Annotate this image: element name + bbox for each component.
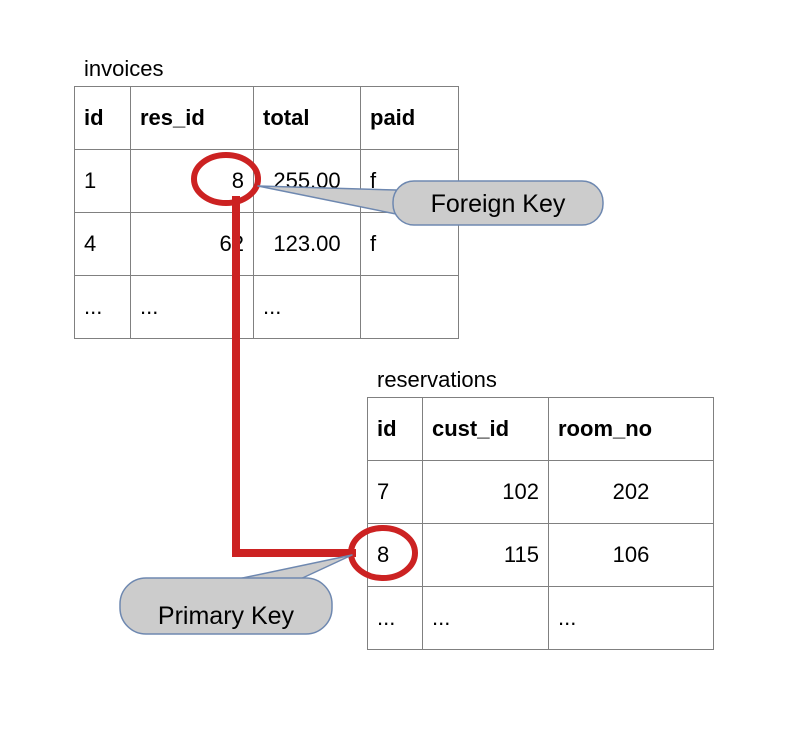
table-row: ... ... ... [367,586,714,650]
cell-reservations-room-no: ... [548,586,714,650]
primary-key-callout-label: Primary Key [158,602,295,630]
invoices-table-caption: invoices [84,56,164,81]
cell-invoices-id: 1 [74,149,131,213]
column-header-room-no: room_no [548,397,714,461]
cell-reservations-cust-id: 115 [422,523,549,587]
cell-invoices-paid: f [360,212,459,276]
cell-invoices-res-id: ... [130,275,254,339]
table-header-row: id res_id total paid [74,86,459,150]
invoices-table: id res_id total paid 1 8 255.00 f 4 62 1… [74,86,459,339]
cell-invoices-total: 123.00 [253,212,361,276]
cell-reservations-room-no: 202 [548,460,714,524]
cell-invoices-total: 255.00 [253,149,361,213]
column-header-res-id: res_id [130,86,254,150]
cell-reservations-id: 7 [367,460,423,524]
table-row: 4 62 123.00 f [74,212,459,276]
cell-invoices-id: ... [74,275,131,339]
column-header-cust-id: cust_id [422,397,549,461]
cell-invoices-res-id: 8 [130,149,254,213]
cell-reservations-cust-id: 102 [422,460,549,524]
table-row: 7 102 202 [367,460,714,524]
cell-reservations-id: ... [367,586,423,650]
primary-key-callout-tail [232,554,353,595]
cell-reservations-cust-id: ... [422,586,549,650]
table-row: 8 115 106 [367,523,714,587]
column-header-id: id [367,397,423,461]
cell-invoices-id: 4 [74,212,131,276]
cell-reservations-id: 8 [367,523,423,587]
primary-key-callout: Primary Key [119,554,353,635]
reservations-table-caption: reservations [377,367,497,392]
cell-reservations-room-no: 106 [548,523,714,587]
cell-invoices-res-id: 62 [130,212,254,276]
table-header-row: id cust_id room_no [367,397,714,461]
cell-invoices-total: ... [253,275,361,339]
cell-invoices-paid: f [360,149,459,213]
column-header-total: total [253,86,361,150]
column-header-paid: paid [360,86,459,150]
table-row: ... ... ... [74,275,459,339]
primary-key-callout-bubble [119,577,333,635]
reservations-table: id cust_id room_no 7 102 202 8 115 106 .… [367,397,714,650]
column-header-id: id [74,86,131,150]
cell-invoices-paid [360,275,459,339]
table-row: 1 8 255.00 f [74,149,459,213]
